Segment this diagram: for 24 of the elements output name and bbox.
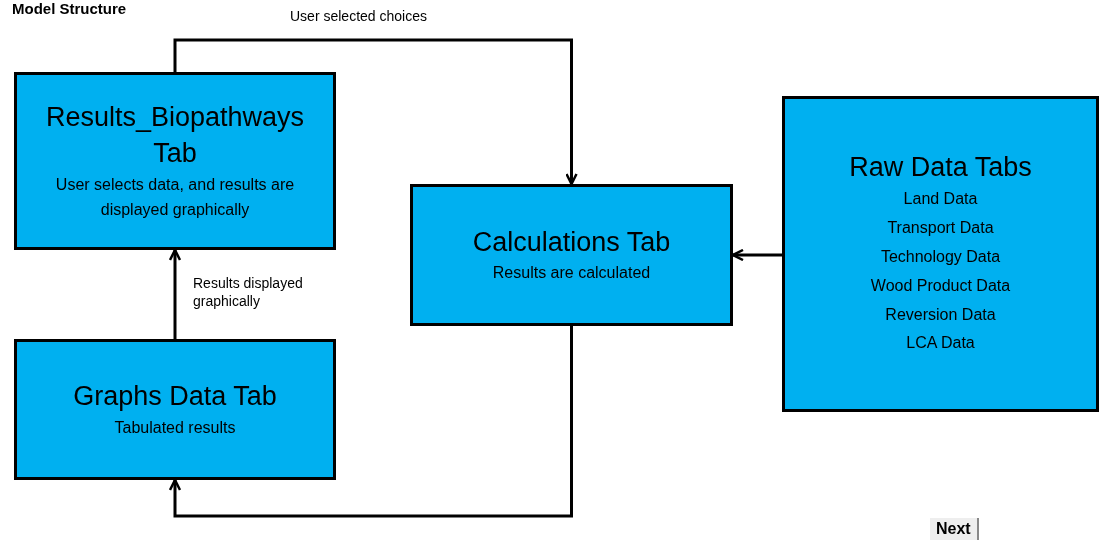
list-item: Technology Data [880, 247, 1001, 268]
box-text: User selects data, and results are displayed graphically [54, 174, 296, 221]
process-box [14, 339, 336, 480]
box-heading: Results_Biopathways Tab [45, 100, 305, 171]
box-heading: Calculations Tab [472, 226, 671, 259]
box-text: Results are calculated [492, 263, 651, 284]
edge-label: User selected choices [290, 7, 427, 26]
arrow [173, 38, 578, 186]
box-heading: Raw Data Tabs [849, 151, 1032, 184]
list-item: Wood Product Data [870, 275, 1011, 296]
box-text: Tabulated results [114, 417, 236, 438]
arrow [168, 248, 182, 339]
list-item: Transport Data [887, 218, 994, 239]
diagram-title: Model Structure [12, 0, 127, 17]
process-box [14, 72, 336, 250]
box-heading: Graphs Data Tab [73, 380, 277, 414]
process-box [782, 96, 1099, 412]
list-item: LCA Data [906, 333, 975, 354]
process-box [410, 184, 733, 326]
list-item: Land Data [903, 189, 978, 210]
next-button: Next [930, 518, 979, 540]
list-item: Reversion Data [885, 304, 996, 325]
arrow [731, 248, 782, 262]
arrow [168, 326, 573, 518]
